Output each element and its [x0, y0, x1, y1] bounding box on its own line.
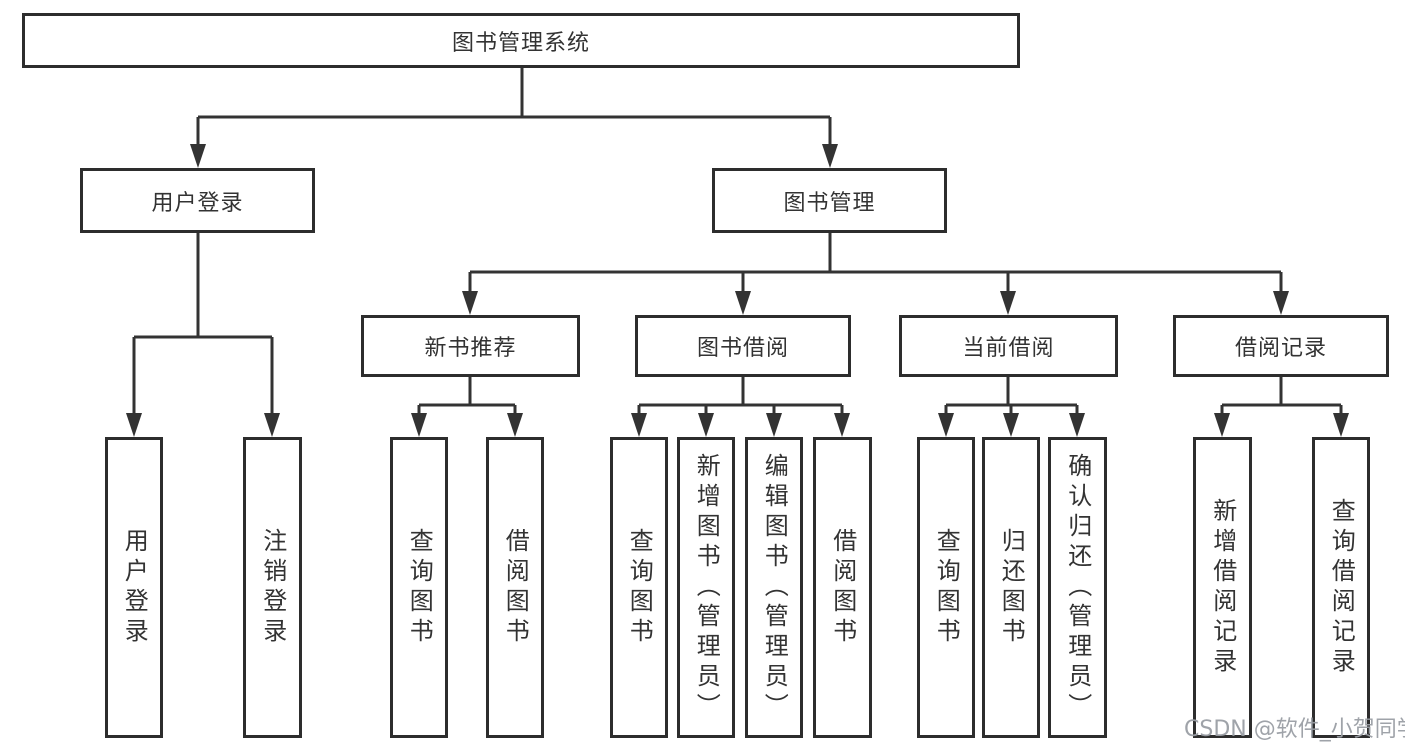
watermark: CSDN @软件_小贺同学 [1184, 717, 1405, 742]
connector-book-borrow-children [631, 377, 850, 437]
node-current-borrow: 当前借阅 [899, 315, 1118, 377]
node-new-book-recommend: 新书推荐 [361, 315, 580, 377]
leaf-query-book-1: 查询图书 [390, 437, 448, 738]
connector-new-book-recommend-children [411, 377, 523, 437]
node-book-management: 图书管理 [712, 168, 947, 233]
leaf-confirm-return-admin: 确认归还（管理员） [1048, 437, 1107, 738]
leaf-query-borrow-record: 查询借阅记录 [1312, 437, 1370, 738]
connector-user-login-children [126, 233, 280, 437]
node-book-borrow: 图书借阅 [635, 315, 851, 377]
leaf-borrow-book-1: 借阅图书 [486, 437, 544, 738]
node-borrow-records: 借阅记录 [1173, 315, 1389, 377]
leaf-return-book: 归还图书 [982, 437, 1040, 738]
connector-root-to-level2 [190, 68, 838, 168]
leaf-logout: 注销登录 [243, 437, 302, 738]
leaf-query-book-3: 查询图书 [917, 437, 975, 738]
leaf-user-login: 用户登录 [105, 437, 163, 738]
leaf-add-book-admin: 新增图书（管理员） [677, 437, 735, 738]
connector-book-management-children [462, 233, 1289, 315]
node-user-login: 用户登录 [80, 168, 315, 233]
leaf-add-borrow-record: 新增借阅记录 [1193, 437, 1252, 738]
connector-current-borrow-children [938, 377, 1085, 437]
leaf-edit-book-admin: 编辑图书（管理员） [745, 437, 803, 738]
connector-borrow-records-children [1214, 377, 1349, 437]
leaf-query-book-2: 查询图书 [610, 437, 668, 738]
leaf-borrow-book-2: 借阅图书 [813, 437, 872, 738]
node-root: 图书管理系统 [22, 13, 1020, 68]
